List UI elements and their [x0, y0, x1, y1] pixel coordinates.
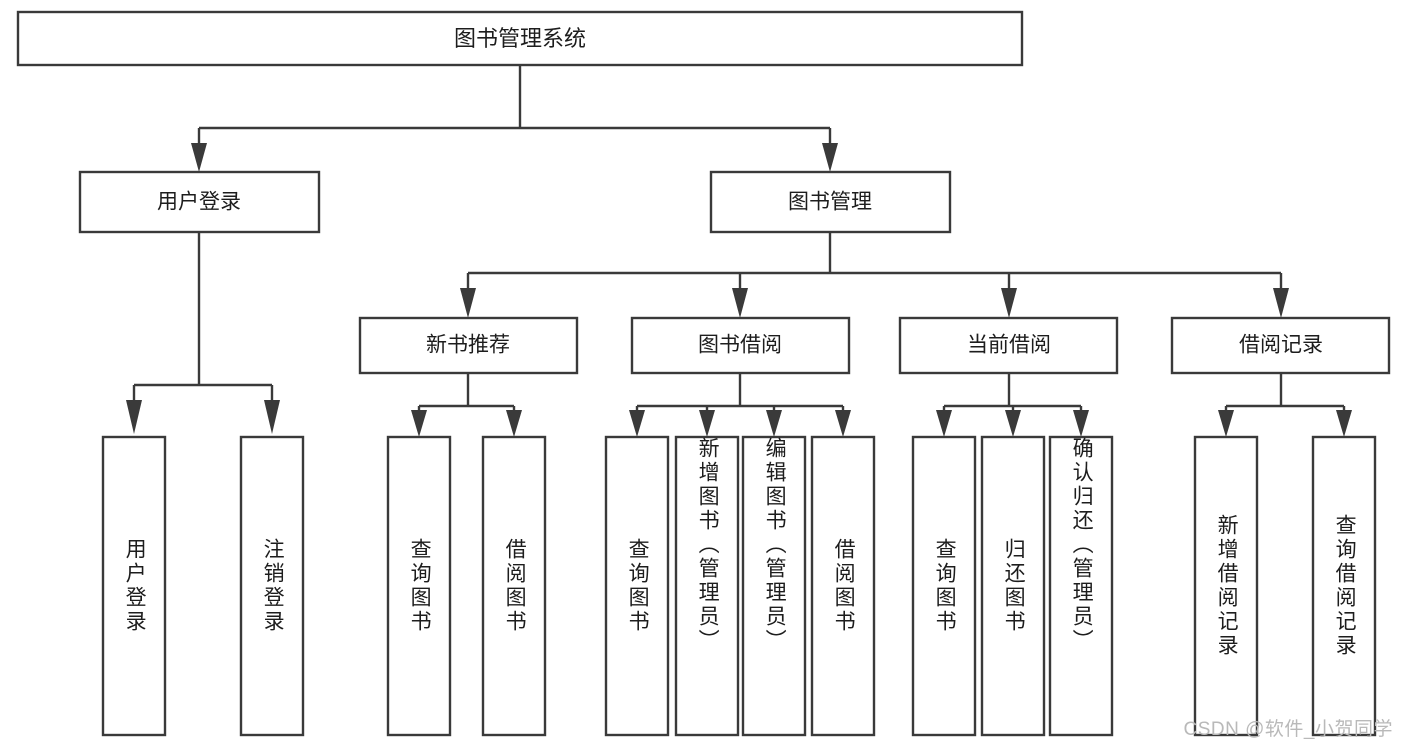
arrow-head-leaf-br-2 [1336, 410, 1352, 437]
node-root-system[interactable]: 图书管理系统 [16, 10, 1024, 67]
arrow-head-leaf-cb-3 [1073, 410, 1089, 437]
arrow-head-book-manage [822, 143, 838, 172]
leaf-box-user-login[interactable] [101, 435, 167, 737]
node-book-borrow-label: 图书借阅 [698, 334, 782, 357]
leaf-box-bb-edit-book[interactable] [741, 435, 807, 737]
leaf-box-br-query-record[interactable] [1311, 435, 1377, 737]
arrow-head-current-borrow [1001, 288, 1017, 318]
node-new-book-recommend-box[interactable] [358, 316, 579, 375]
arrow-head-leaf-nb-2 [506, 410, 522, 437]
leaf-box-bb-borrow-book[interactable] [810, 435, 876, 737]
node-user-login-box[interactable] [78, 170, 321, 234]
leaf-box-cb-query-book[interactable] [911, 435, 977, 737]
node-user-login-label: 用户登录 [157, 191, 241, 214]
node-book-borrow[interactable]: 图书借阅 [630, 316, 851, 375]
leaf-box-cb-confirm-return[interactable] [1048, 435, 1114, 737]
node-book-borrow-box[interactable] [630, 316, 851, 375]
arrow-head-user-login [191, 143, 207, 172]
node-root-label: 图书管理系统 [454, 26, 586, 51]
leaf-box-logout[interactable] [239, 435, 305, 737]
node-current-borrow[interactable]: 当前借阅 [898, 316, 1119, 375]
leaf-box-bb-query-book[interactable] [604, 435, 670, 737]
arrow-head-leaf-br-1 [1218, 410, 1234, 437]
leaf-box-nb-borrow-book[interactable] [481, 435, 547, 737]
node-book-manage-box[interactable] [709, 170, 952, 234]
leaf-box-nb-query-book[interactable] [386, 435, 452, 737]
arrow-head-leaf-nb-1 [411, 410, 427, 437]
arrow-head-leaf-bb-2 [699, 410, 715, 437]
arrow-head-leaf-bb-4 [835, 410, 851, 437]
node-user-login[interactable]: 用户登录 [78, 170, 321, 234]
connector-layer [126, 65, 1352, 437]
arrow-head-new-book-recommend [460, 288, 476, 318]
arrow-head-leaf-user-login [126, 400, 142, 434]
arrow-head-book-borrow [732, 288, 748, 318]
node-new-book-recommend-label: 新书推荐 [426, 334, 510, 357]
arrow-head-leaf-bb-1 [629, 410, 645, 437]
arrow-head-leaf-bb-3 [766, 410, 782, 437]
leaf-box-br-add-record[interactable] [1193, 435, 1259, 737]
arrow-head-leaf-cb-2 [1005, 410, 1021, 437]
node-book-manage-label: 图书管理 [788, 191, 872, 214]
node-borrow-record-box[interactable] [1170, 316, 1391, 375]
leaf-box-cb-return-book[interactable] [980, 435, 1046, 737]
node-root-box[interactable] [16, 10, 1024, 67]
arrow-head-borrow-record [1273, 288, 1289, 318]
leaf-box-bb-add-book[interactable] [674, 435, 740, 737]
leaf-box-layer [101, 435, 1377, 737]
arrow-head-leaf-cb-1 [936, 410, 952, 437]
node-new-book-recommend[interactable]: 新书推荐 [358, 316, 579, 375]
arrow-head-leaf-logout [264, 400, 280, 434]
node-book-manage[interactable]: 图书管理 [709, 170, 952, 234]
node-current-borrow-box[interactable] [898, 316, 1119, 375]
node-current-borrow-label: 当前借阅 [967, 334, 1051, 357]
node-borrow-record[interactable]: 借阅记录 [1170, 316, 1391, 375]
node-borrow-record-label: 借阅记录 [1239, 334, 1323, 357]
